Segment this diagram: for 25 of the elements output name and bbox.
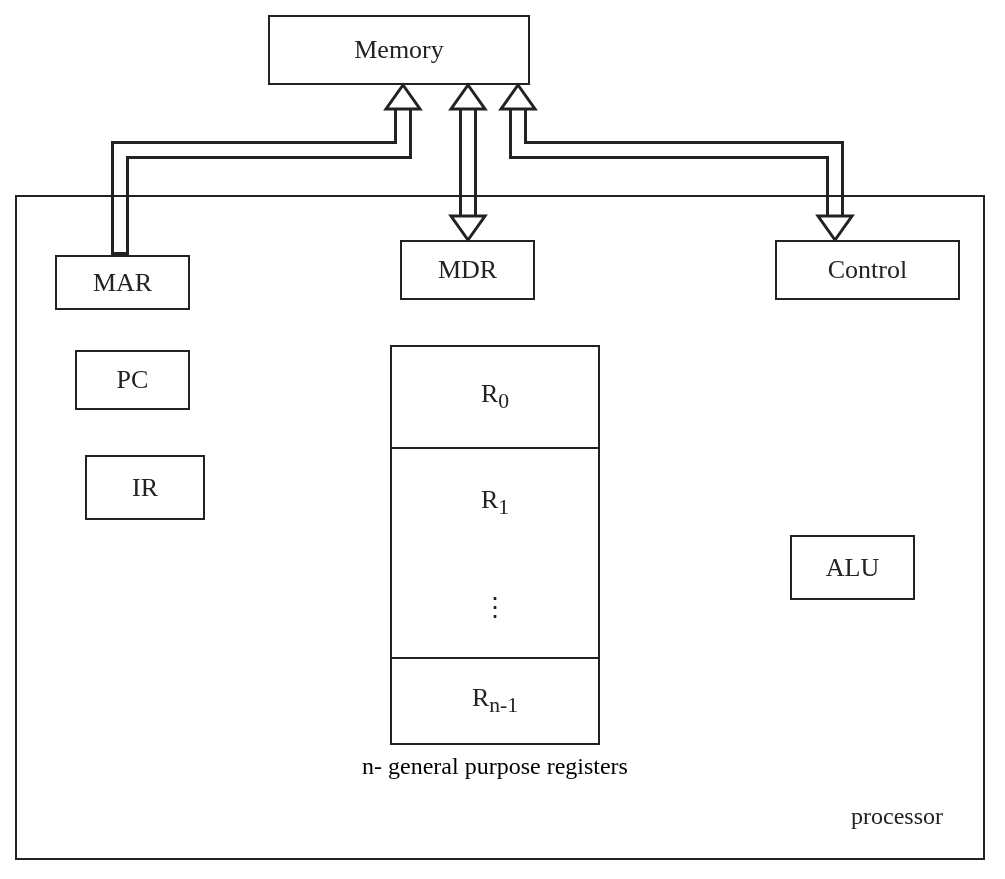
register-label: R$_{0}$ xyxy=(480,379,510,415)
register-caption: n- general purpose registers xyxy=(361,753,629,780)
register-label: R$_{n-1}$ xyxy=(471,683,519,719)
box-label: IR xyxy=(132,472,158,503)
register-box xyxy=(790,535,915,600)
box-label: Memory xyxy=(354,35,444,65)
ellipsis-dots: ⋮ xyxy=(482,591,508,623)
block-arrow xyxy=(498,82,855,243)
memory-box xyxy=(268,15,530,85)
block-arrow xyxy=(111,82,423,255)
register-box xyxy=(75,350,190,410)
box-label: Control xyxy=(827,255,908,285)
box-label: PC xyxy=(116,365,149,395)
box-label: MAR xyxy=(92,267,153,298)
register-box xyxy=(775,240,960,300)
register-box xyxy=(55,255,190,310)
processor-label: processor xyxy=(851,803,943,830)
block-arrow xyxy=(448,82,488,243)
register-label: R$_{1}$ xyxy=(480,485,510,521)
box-label: ALU xyxy=(825,552,880,583)
processor-box xyxy=(15,195,985,860)
box-label: MDR xyxy=(437,255,498,285)
register-box xyxy=(400,240,535,300)
register-box xyxy=(85,455,205,520)
register-file-box xyxy=(390,345,600,745)
